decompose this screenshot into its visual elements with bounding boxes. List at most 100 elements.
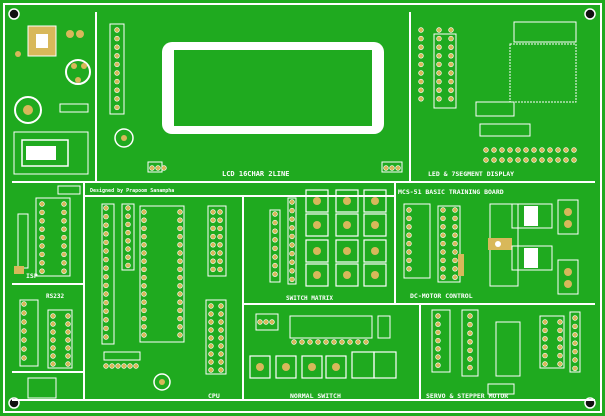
solder-pad bbox=[177, 332, 183, 338]
solder-pad bbox=[218, 367, 224, 373]
solder-pad bbox=[289, 259, 295, 265]
solder-pad bbox=[217, 217, 223, 223]
solder-pad bbox=[572, 323, 578, 330]
solder-pad bbox=[61, 243, 67, 249]
solder-pad bbox=[177, 291, 183, 297]
solder-pad bbox=[39, 218, 45, 224]
solder-pad bbox=[141, 209, 147, 215]
solder-pad bbox=[406, 266, 412, 272]
solder-pad bbox=[103, 256, 109, 263]
solder-pad bbox=[542, 352, 548, 359]
solder-pad bbox=[141, 225, 147, 232]
solder-pad bbox=[141, 250, 147, 256]
solder-pad bbox=[491, 147, 497, 153]
solder-pad bbox=[307, 339, 313, 345]
solder-pad bbox=[125, 254, 131, 260]
solder-pad bbox=[435, 313, 441, 319]
solder-pad bbox=[436, 35, 442, 42]
solder-pad bbox=[418, 27, 424, 33]
solder-pad bbox=[114, 53, 120, 59]
solder-pad bbox=[217, 266, 223, 273]
solder-pad bbox=[452, 266, 458, 272]
solder-pad bbox=[572, 357, 578, 363]
solder-pad bbox=[395, 165, 401, 171]
solder-pad bbox=[572, 315, 578, 321]
solder-pad bbox=[177, 315, 183, 322]
solder-pad bbox=[103, 282, 109, 289]
solder-pad bbox=[103, 222, 109, 228]
solder-pad bbox=[418, 78, 424, 85]
solder-pad bbox=[177, 250, 183, 256]
solder-pad bbox=[103, 213, 109, 220]
solder-pad bbox=[141, 233, 147, 240]
solder-pad bbox=[115, 363, 121, 369]
solder-pad bbox=[436, 96, 442, 102]
solder-pad bbox=[523, 157, 529, 163]
solder-pad bbox=[208, 359, 214, 365]
solder-pad bbox=[208, 303, 214, 309]
solder-pad bbox=[448, 61, 454, 68]
solder-pad bbox=[299, 339, 305, 345]
solder-pad bbox=[61, 226, 67, 232]
solder-pad bbox=[531, 157, 537, 163]
cpu-section bbox=[101, 203, 227, 391]
solder-pad bbox=[114, 61, 120, 68]
solder-pad bbox=[177, 266, 183, 273]
rs232-section bbox=[19, 299, 73, 399]
solder-pad bbox=[208, 319, 214, 325]
switch-matrix-section bbox=[269, 189, 387, 287]
solder-pad bbox=[39, 226, 45, 232]
solder-pad bbox=[177, 233, 183, 240]
solder-pad bbox=[50, 329, 56, 335]
solder-pad bbox=[210, 266, 216, 273]
solder-pad bbox=[218, 351, 224, 357]
solder-pad bbox=[289, 242, 295, 248]
solder-pad bbox=[50, 337, 56, 343]
solder-pad bbox=[483, 157, 489, 163]
solder-pad bbox=[208, 343, 214, 349]
solder-pad bbox=[531, 147, 537, 153]
solder-pad bbox=[418, 70, 424, 76]
solder-pad bbox=[21, 355, 27, 361]
solder-pad bbox=[61, 234, 67, 241]
solder-pad bbox=[210, 225, 216, 232]
solder-pad bbox=[555, 157, 561, 163]
switch-matrix-label: SWITCH MATRIX bbox=[286, 295, 333, 302]
solder-pad bbox=[21, 346, 27, 352]
solder-pad bbox=[50, 321, 56, 327]
solder-pad bbox=[435, 354, 441, 360]
solder-pad bbox=[141, 315, 147, 322]
solder-pad bbox=[39, 201, 45, 207]
solder-pad bbox=[448, 27, 454, 33]
solder-pad bbox=[263, 319, 269, 325]
solder-pad bbox=[103, 248, 109, 254]
solder-pad bbox=[435, 346, 441, 352]
solder-pad bbox=[103, 291, 109, 297]
solder-pad bbox=[418, 35, 424, 42]
solder-pad bbox=[103, 265, 109, 271]
solder-pad bbox=[125, 205, 131, 211]
solder-pad bbox=[141, 217, 147, 223]
normal-switch-section bbox=[249, 313, 397, 379]
solder-pad bbox=[435, 329, 441, 336]
solder-pad bbox=[515, 147, 521, 153]
solder-pad bbox=[355, 339, 361, 345]
dc-motor-label: DC-MOTOR CONTROL bbox=[410, 292, 473, 300]
cpu-label: CPU bbox=[208, 392, 220, 400]
solder-pad bbox=[65, 361, 71, 367]
solder-pad bbox=[467, 330, 473, 336]
solder-pad bbox=[208, 351, 214, 357]
solder-pad bbox=[141, 299, 147, 305]
solder-pad bbox=[547, 147, 553, 153]
solder-pad bbox=[448, 44, 454, 50]
solder-pad bbox=[507, 147, 513, 153]
solder-pad bbox=[452, 232, 458, 238]
solder-pad bbox=[114, 87, 120, 93]
solder-pad bbox=[161, 165, 167, 171]
solder-pad bbox=[103, 363, 109, 369]
solder-pad bbox=[103, 274, 109, 280]
power-section bbox=[13, 25, 91, 175]
solder-pad bbox=[177, 258, 183, 264]
solder-pad bbox=[289, 233, 295, 240]
solder-pad bbox=[542, 344, 548, 350]
